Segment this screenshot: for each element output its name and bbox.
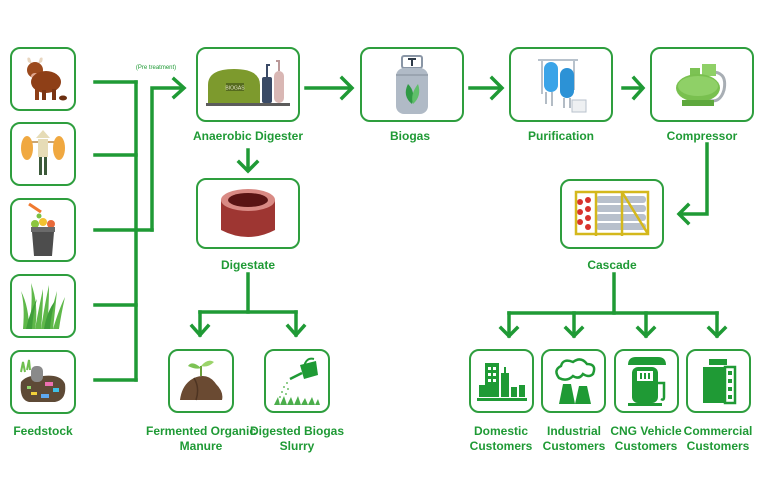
tank-label: BIOGAS: [225, 85, 245, 91]
arrow-head-industrial: [563, 325, 585, 339]
commercial-customers-box: [686, 349, 751, 413]
arrow-head-digestate: [236, 159, 260, 174]
city-buildings-icon: [476, 363, 527, 401]
sewage-waste-icon: [20, 359, 66, 402]
gas-cylinder-leaf-icon: [396, 54, 428, 114]
feedstock-box-grass: [10, 274, 76, 338]
cascade-box: [560, 179, 664, 249]
compressor-down-line: [678, 142, 709, 216]
purification-tanks-icon: [538, 58, 587, 112]
slurry-box: [264, 349, 330, 413]
industrial-customers-box: [541, 349, 606, 413]
biogas-box: [360, 47, 464, 122]
cng-vehicle-customers-box: [614, 349, 679, 413]
purification-box: [509, 47, 613, 122]
arrow-head-purification: [489, 75, 505, 101]
compressor-box: [650, 47, 754, 122]
bull-icon: [27, 57, 67, 101]
arrow-head-manure: [189, 323, 211, 338]
feedstock-box-sewage: [10, 350, 76, 414]
compressor-icon: [676, 63, 727, 106]
digestate-box: [196, 178, 300, 249]
food-waste-bin-icon: [28, 202, 55, 256]
purification-label: Purification: [527, 129, 595, 143]
feedstock-box-crop-residue: [10, 122, 76, 186]
anaerobic-digester-box: BIOGAS: [196, 47, 300, 122]
cascade-label: Cascade: [587, 258, 637, 272]
arrow-head-slurry: [285, 323, 307, 338]
fuel-pump-icon: [627, 357, 666, 406]
digestate-label: Digestate: [220, 258, 276, 272]
biogas-label: Biogas: [389, 129, 431, 143]
biogas-plant-icon: BIOGAS: [206, 59, 290, 106]
feedstock-box-food-waste: [10, 198, 76, 262]
domestic-customers-box: [469, 349, 534, 413]
farmer-carrying-crops-icon: [21, 130, 65, 175]
arrow-head-digester: [171, 76, 187, 100]
anaerobic-digester-label: Anaerobic Digester: [192, 129, 304, 143]
compressor-label: Compressor: [666, 129, 738, 143]
arrow-head-cng: [635, 325, 657, 339]
arrow-head-biogas: [339, 75, 355, 101]
digestate-ring-icon: [221, 188, 275, 237]
feedstock-label: Feedstock: [13, 424, 73, 438]
arrow-head-commercial: [706, 325, 728, 339]
office-building-icon: [702, 359, 736, 405]
pretreatment-line: [150, 86, 184, 232]
manure-box: [168, 349, 234, 413]
arrow-head-compressor: [631, 75, 646, 101]
soil-sprout-icon: [180, 360, 223, 401]
arrow-head-domestic: [498, 325, 520, 339]
gas-cascade-icon: [574, 190, 650, 236]
grass-icon: [21, 283, 65, 329]
arrow-head-cascade: [676, 202, 691, 226]
feedstock-box-livestock: [10, 47, 76, 111]
watering-can-icon: [274, 357, 320, 405]
factory-icon: [554, 358, 595, 404]
pretreatment-annotation: (Pre treatment): [135, 65, 177, 71]
